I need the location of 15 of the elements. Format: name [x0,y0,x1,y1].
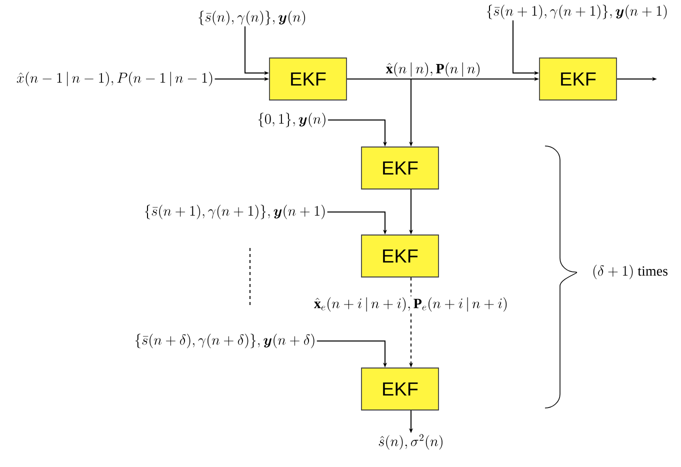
ekf-box: EKF [361,146,439,190]
input-label: $\{\bar{s}(n+1),\gamma(n+1)\},\boldsymbol{y}(n+1)$ [144,204,325,220]
edge-label: $\hat{\mathbf{x}}(n\,|\,n),\mathbf{P}(n\,|\,n)$ [386,62,480,77]
repeat-label: $(\delta+1)\ \text{times}$ [593,264,668,280]
ekf-box: EKF [361,368,439,410]
ekf-box: EKF [269,58,347,100]
ekf-box: EKF [361,234,439,278]
input-label: $\{0,1\},\boldsymbol{y}(n)$ [258,112,326,128]
input-label: $\hat{s}(n),\sigma^2(n)$ [378,434,442,450]
input-label: $\{\bar{s}(n+1),\gamma(n+1)\},\boldsymbol{y}(n+1)$ [486,4,667,20]
input-label: $\{\bar{s}(n),\gamma(n)\},\boldsymbol{y}(n)$ [198,10,306,26]
edge-label: $\hat{\mathbf{x}}_e(n+i\,|\,n+i),\mathbf{P}_e(n+i\,|\,n+i)$ [312,296,510,313]
ekf-box: EKF [539,58,617,100]
input-label: $\{\bar{s}(n+\delta),\gamma(n+\delta)\},\boldsymbol{y}(n+\delta)$ [135,334,314,348]
input-label: $\hat{x}(n-1\,|\,n-1),P(n-1\,|\,n-1)$ [16,72,212,86]
